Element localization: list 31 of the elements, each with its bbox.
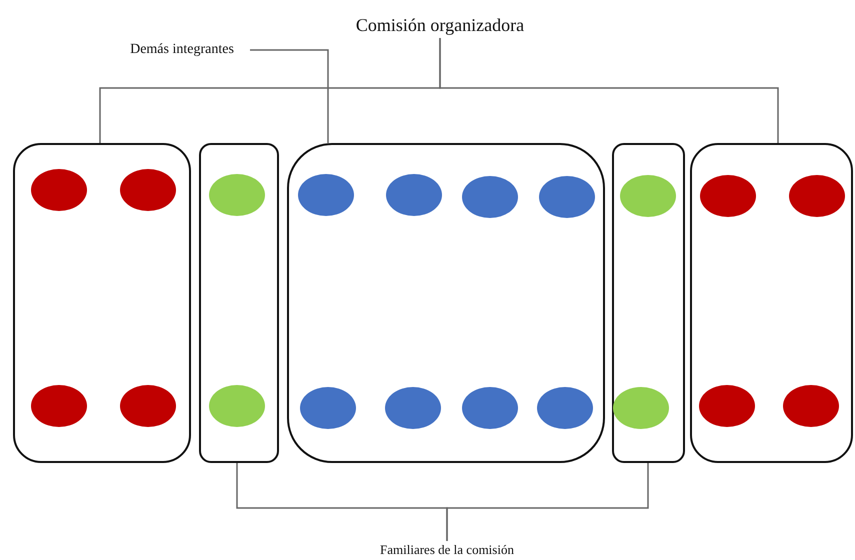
dot [612,386,668,428]
group-box [612,143,685,463]
dot [620,174,676,216]
dot [782,384,838,426]
dot [300,386,356,428]
dot [700,174,756,216]
dot [462,176,518,218]
dot [120,384,176,426]
dot [536,386,592,428]
text-label: Familiares de la comisión [367,541,527,559]
dot [384,386,440,428]
bracket-line [439,38,779,143]
group-box [287,143,605,463]
group-box [199,143,279,463]
group-box [13,143,191,463]
dot [208,384,264,426]
dot [30,384,86,426]
bracket-line [446,463,649,541]
dot [208,174,264,216]
text-label: Demás integrantes [118,41,246,59]
dot [30,168,86,210]
dot [788,174,844,216]
dot [538,176,594,218]
dot [698,384,754,426]
bracket-line [250,49,329,143]
group-box [690,143,853,463]
dot [386,174,442,216]
dot [462,386,518,428]
text-label: Comisión organizadora [345,12,535,38]
dot [298,174,354,216]
dot [120,168,176,210]
